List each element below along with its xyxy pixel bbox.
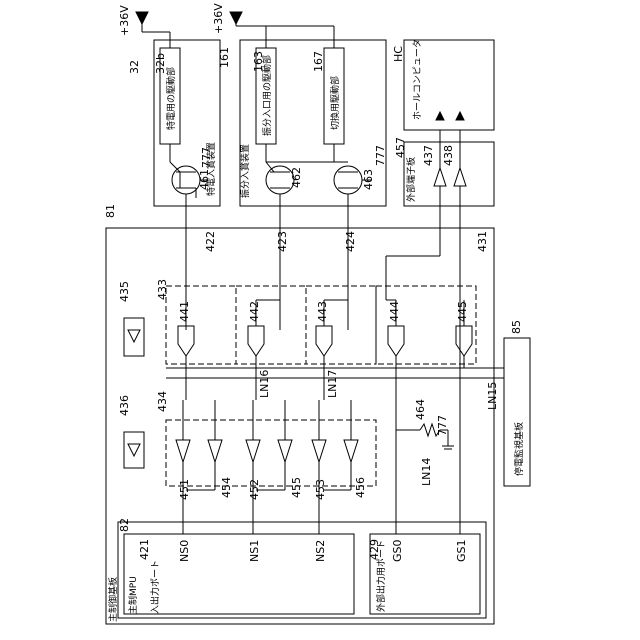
supply-left	[136, 12, 170, 48]
ref-161: 161	[218, 47, 231, 68]
ref-421: 421	[138, 539, 151, 560]
transistor-463	[334, 166, 362, 194]
ref-443: 443	[316, 301, 329, 322]
buffer-454	[208, 440, 222, 462]
label-io-port: 入出力ポート	[149, 560, 161, 614]
ref-435: 435	[118, 281, 131, 302]
label-ext-out-port: 外部出力用ポート	[375, 540, 387, 612]
supply-mid	[230, 12, 334, 48]
ref-777-b: 777	[374, 145, 387, 166]
mpu-82-box	[118, 522, 486, 618]
label-main-board: 主制御基板	[107, 577, 119, 622]
ref-462: 462	[290, 167, 303, 188]
ref-81: 81	[104, 204, 117, 218]
supply-left-label: +36V	[118, 5, 131, 36]
gate-441	[178, 326, 194, 356]
port-gs1: GS1	[455, 539, 468, 562]
ref-423: 423	[276, 231, 289, 252]
label-ln16: LN16	[258, 370, 271, 398]
ref-167: 167	[312, 51, 325, 72]
port-ns2: NS2	[314, 540, 327, 562]
label-hall-computer: ホールコンピュータ	[412, 39, 423, 120]
group-423	[236, 286, 306, 364]
label-driver-167: 切換用駆動部	[329, 76, 341, 130]
ref-454: 454	[220, 477, 233, 498]
ref-442: 442	[248, 301, 261, 322]
ref-461: 461	[198, 169, 211, 190]
ref-451: 451	[178, 479, 191, 500]
ref-455: 455	[290, 477, 303, 498]
group-434	[166, 420, 376, 486]
ref-32: 32	[128, 60, 141, 74]
port-ns0: NS0	[178, 540, 191, 562]
ref-424: 424	[344, 231, 357, 252]
ref-777-a: 777	[200, 147, 213, 168]
port-gs0: GS0	[391, 539, 404, 562]
ref-82: 82	[118, 518, 131, 532]
port-ns1: NS1	[248, 540, 261, 562]
indicator-435	[124, 318, 144, 356]
label-driver-163: 振分入口用の駆動部	[261, 55, 273, 136]
group-424	[306, 286, 376, 364]
label-device-161: 振分入賞装置	[239, 144, 251, 198]
ref-444: 444	[388, 301, 401, 322]
label-ext-terminal: 外部端子板	[405, 157, 417, 202]
gate-445	[456, 326, 472, 356]
ref-32b: 32b	[154, 53, 167, 74]
buffer-437	[434, 168, 446, 186]
label-ln14: LN14	[420, 458, 433, 486]
ref-433: 433	[156, 279, 169, 300]
buffer-452	[246, 440, 260, 462]
ref-436: 436	[118, 395, 131, 416]
buffer-451	[176, 440, 190, 462]
gate-444	[388, 326, 404, 356]
gate-443	[316, 326, 332, 356]
ref-437: 437	[422, 145, 435, 166]
supply-mid-label: +36V	[212, 3, 225, 34]
ref-445: 445	[456, 301, 469, 322]
label-monitor-board: 停電監視基板	[513, 422, 525, 476]
label-ln15: LN15	[486, 382, 499, 410]
ref-452: 452	[248, 479, 261, 500]
ref-438: 438	[442, 145, 455, 166]
buffer-438	[454, 168, 466, 186]
ref-hc: HC	[392, 46, 405, 62]
label-ln17: LN17	[326, 370, 339, 398]
ref-457: 457	[394, 137, 407, 158]
ref-85: 85	[510, 320, 523, 334]
label-main-mpu: 主制MPU	[127, 576, 139, 614]
ref-456: 456	[354, 477, 367, 498]
buffer-456	[344, 440, 358, 462]
ref-463: 463	[362, 169, 375, 190]
ref-441: 441	[178, 301, 191, 322]
ref-464: 464	[414, 399, 427, 420]
label-driver-32b: 特電用の駆動部	[165, 67, 177, 130]
buffer-455	[278, 440, 292, 462]
ref-422: 422	[204, 231, 217, 252]
ref-434: 434	[156, 391, 169, 412]
ref-453: 453	[314, 479, 327, 500]
ref-431: 431	[476, 231, 489, 252]
gate-442	[248, 326, 264, 356]
indicator-436	[124, 432, 144, 468]
group-422	[166, 286, 236, 364]
buffer-453	[312, 440, 326, 462]
ref-777-c: 777	[436, 415, 449, 436]
